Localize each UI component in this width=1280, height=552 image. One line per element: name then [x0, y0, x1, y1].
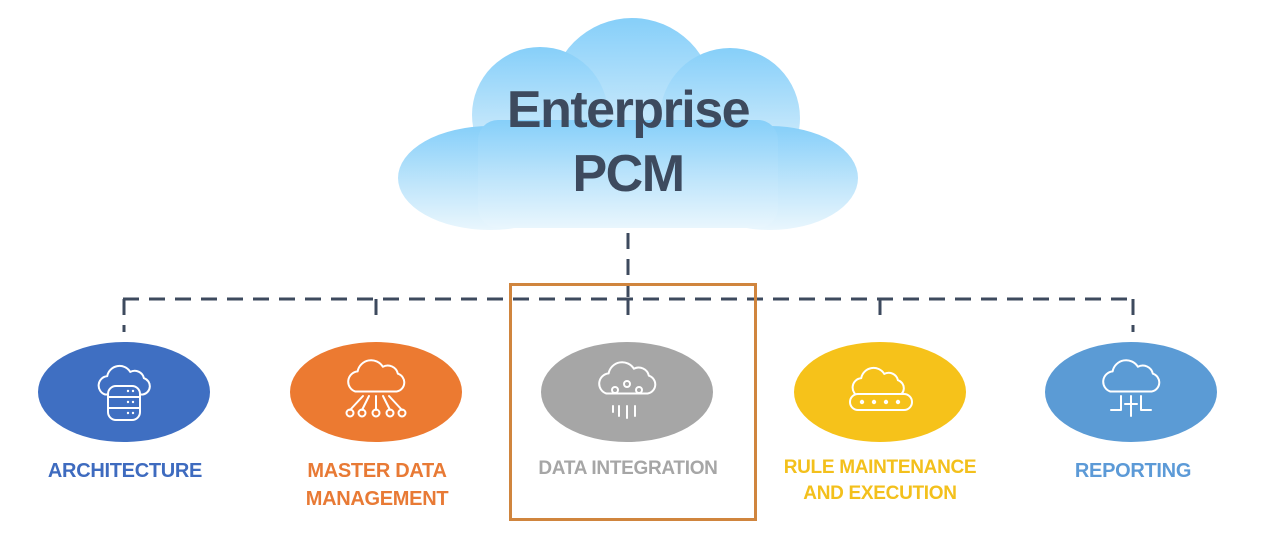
label-data-integration: DATA INTEGRATION — [508, 455, 748, 483]
label-rule-maintenance: RULE MAINTENANCE AND EXECUTION — [760, 455, 1000, 507]
label-reporting-line1: REPORTING — [1074, 460, 1192, 482]
label-rule-line2: AND EXECUTION — [803, 483, 957, 504]
label-reporting: REPORTING — [1013, 457, 1253, 485]
node-2 — [290, 342, 462, 442]
cloud-connect-icon — [1102, 359, 1161, 417]
node-ellipse-4 — [794, 342, 966, 442]
enterprise-cloud — [398, 18, 858, 230]
label-rule-line1: RULE MAINTENANCE — [783, 457, 977, 478]
label-mdm-line1: MASTER DATA — [307, 460, 447, 482]
cloud-dots-icon — [849, 366, 913, 411]
cloud-network-icon — [345, 359, 407, 418]
highlight-box — [509, 283, 757, 521]
cloud-title-line2: PCM — [572, 145, 685, 203]
cloud-database-icon — [97, 364, 151, 421]
node-3 — [541, 342, 713, 442]
node-4 — [794, 342, 966, 442]
connector-lines — [122, 233, 1135, 332]
node-1 — [38, 342, 210, 442]
cloud-circuit-icon — [598, 361, 657, 419]
label-architecture: ARCHITECTURE — [5, 457, 245, 485]
label-architecture-line1: ARCHITECTURE — [47, 460, 203, 482]
label-master-data-management: MASTER DATA MANAGEMENT — [257, 457, 497, 513]
cloud-title-line1: Enterprise — [506, 81, 751, 139]
label-data-integration-line1: DATA INTEGRATION — [538, 458, 718, 479]
node-5 — [1045, 342, 1217, 442]
label-mdm-line2: MANAGEMENT — [305, 488, 449, 510]
node-ellipse-3 — [541, 342, 713, 442]
